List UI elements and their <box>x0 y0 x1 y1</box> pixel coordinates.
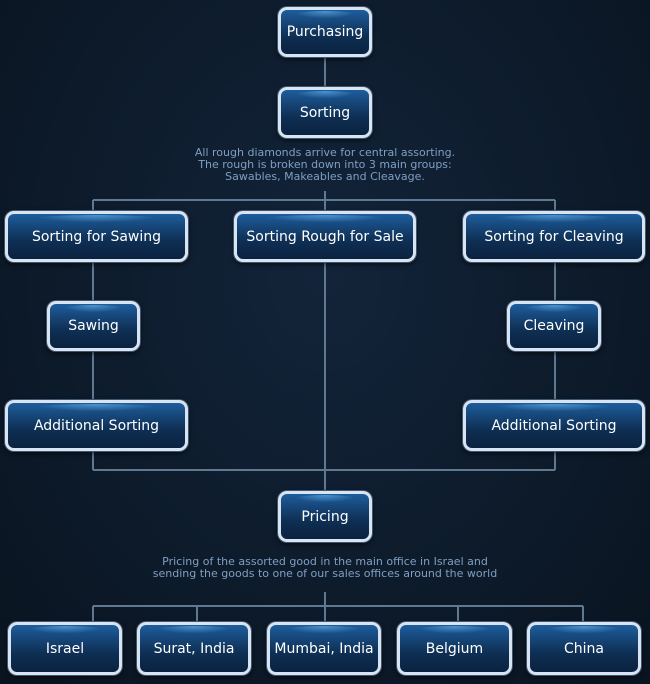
node-pricing[interactable]: Pricing <box>278 491 372 542</box>
node-office-china[interactable]: China <box>527 622 641 675</box>
pricing-description-line-2: sending the goods to one of our sales of… <box>152 567 498 580</box>
node-cleaving[interactable]: Cleaving <box>507 301 601 351</box>
pricing-description: Pricing of the assorted good in the main… <box>125 556 525 580</box>
node-sorting-for-cleaving[interactable]: Sorting for Cleaving <box>463 211 645 262</box>
node-sorting-for-sawing[interactable]: Sorting for Sawing <box>5 211 188 262</box>
sorting-description-line-1: All rough diamonds arrive for central as… <box>194 146 456 159</box>
node-office-mumbai-india[interactable]: Mumbai, India <box>267 622 381 675</box>
sorting-description-line-3: Sawables, Makeables and Cleavage. <box>225 170 425 183</box>
node-office-surat-india[interactable]: Surat, India <box>137 622 251 675</box>
pricing-description-line-1: Pricing of the assorted good in the main… <box>162 555 488 568</box>
node-sorting[interactable]: Sorting <box>278 87 372 138</box>
node-sawing[interactable]: Sawing <box>47 301 140 351</box>
sorting-description: All rough diamonds arrive for central as… <box>150 147 500 183</box>
node-additional-sorting-right[interactable]: Additional Sorting <box>463 400 645 451</box>
sorting-description-line-2: The rough is broken down into 3 main gro… <box>198 158 452 171</box>
node-office-belgium[interactable]: Belgium <box>397 622 512 675</box>
node-office-israel[interactable]: Israel <box>8 622 122 675</box>
node-sorting-rough-for-sale[interactable]: Sorting Rough for Sale <box>234 211 416 262</box>
node-additional-sorting-left[interactable]: Additional Sorting <box>5 400 188 451</box>
node-purchasing[interactable]: Purchasing <box>278 7 372 57</box>
